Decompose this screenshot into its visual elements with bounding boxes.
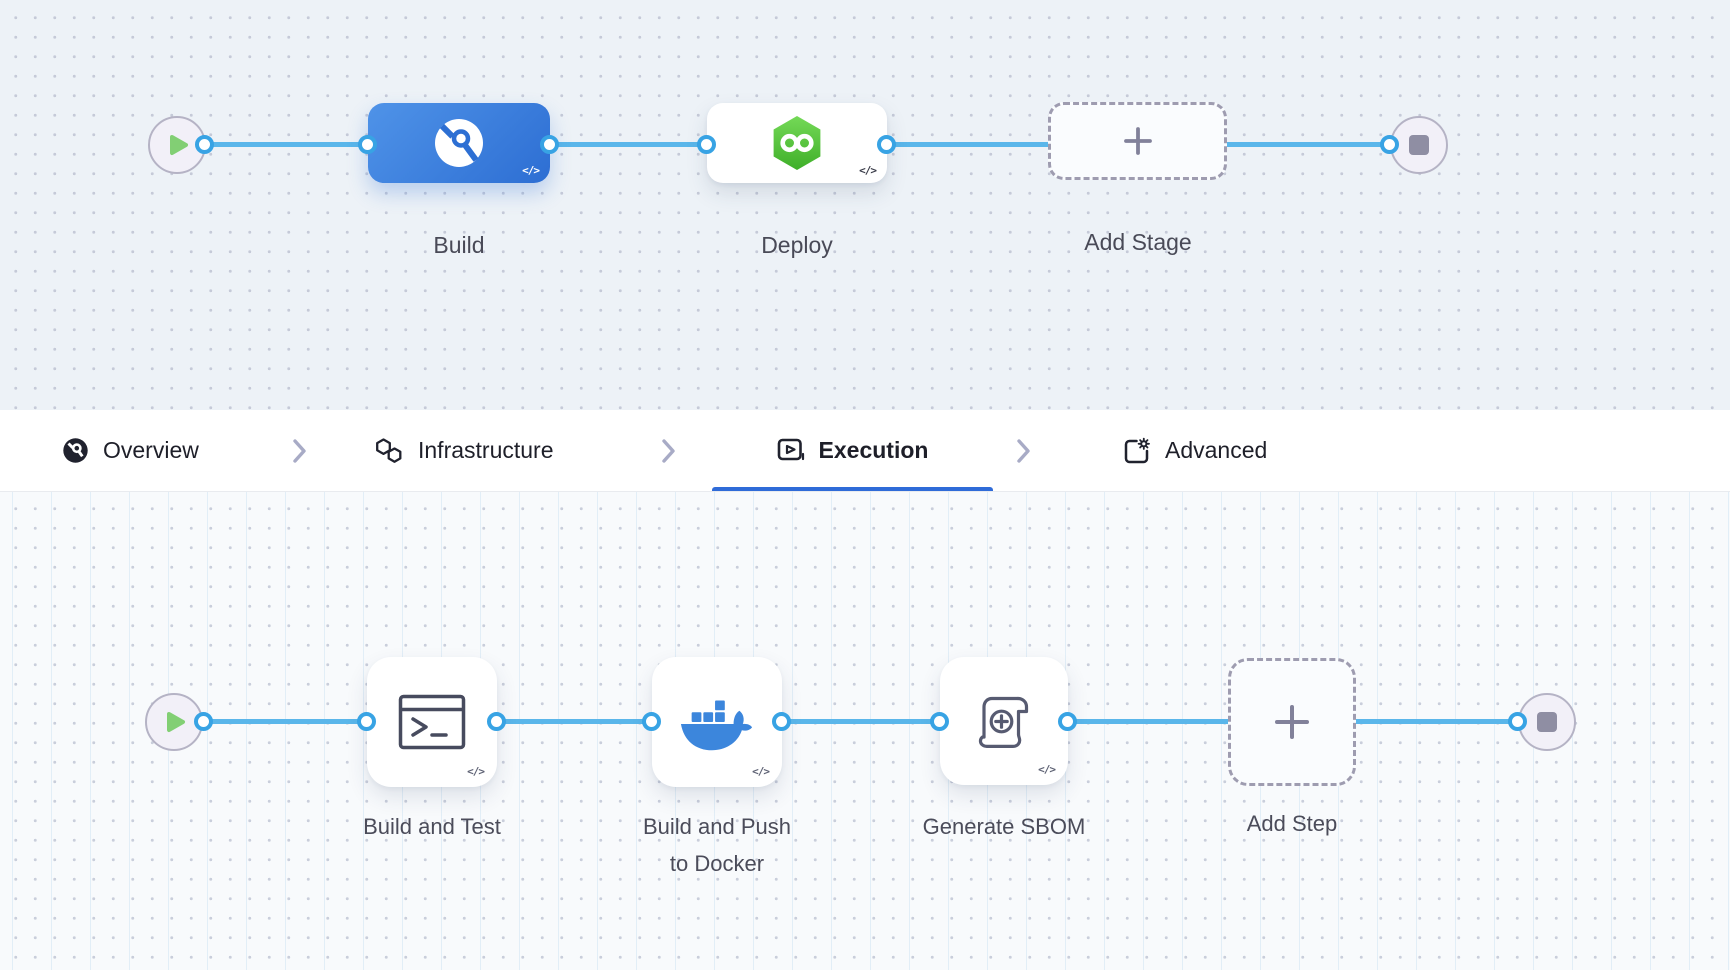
chevron-right-icon — [662, 438, 675, 463]
connector-dot[interactable] — [540, 135, 559, 154]
yaml-toggle[interactable]: </> — [859, 164, 877, 177]
tab-label: Infrastructure — [418, 437, 554, 463]
stage-config-tabbar: Overview Infrastructure Execution — [0, 410, 1730, 492]
step-label-build-and-push: Build and Push to Docker — [607, 808, 827, 882]
stage-label-deploy: Deploy — [761, 232, 833, 258]
pipeline-start-node[interactable] — [148, 116, 206, 174]
plus-icon — [1123, 127, 1152, 155]
stage-deploy[interactable]: </> — [707, 103, 887, 183]
chevron-right-icon — [1017, 438, 1030, 463]
connector-dot[interactable] — [487, 712, 506, 731]
connector-dot[interactable] — [1058, 712, 1077, 731]
tab-label: Overview — [103, 437, 199, 463]
step-label-build-and-test: Build and Test — [363, 814, 501, 839]
connector-line — [204, 719, 367, 724]
play-icon — [170, 135, 188, 155]
stage-canvas[interactable] — [0, 0, 1730, 410]
chevron-right-icon — [293, 438, 306, 463]
add-step-button[interactable] — [1228, 658, 1356, 786]
stage-label-build: Build — [433, 232, 485, 258]
connector-dot[interactable] — [195, 135, 214, 154]
ci-stage-icon — [435, 119, 483, 167]
active-tab-underline — [712, 487, 993, 491]
step-build-and-test[interactable]: </> — [367, 657, 497, 787]
terminal-icon — [398, 694, 466, 750]
connector-line — [205, 142, 368, 147]
execution-start-node[interactable] — [145, 693, 203, 751]
yaml-toggle[interactable]: </> — [467, 765, 485, 778]
step-generate-sbom[interactable]: </> — [940, 657, 1068, 785]
play-icon — [167, 712, 185, 732]
connector-dot[interactable] — [1508, 712, 1527, 731]
connector-line — [782, 719, 940, 724]
add-step-label: Add Step — [1246, 811, 1338, 836]
advanced-icon — [1124, 437, 1150, 464]
connector-dot[interactable] — [642, 712, 661, 731]
yaml-toggle[interactable]: </> — [522, 164, 540, 177]
yaml-toggle[interactable]: </> — [1038, 763, 1056, 776]
execution-icon — [777, 438, 804, 461]
connector-dot[interactable] — [358, 135, 377, 154]
stop-icon — [1409, 135, 1429, 155]
overview-icon — [63, 438, 88, 463]
tab-execution[interactable]: Execution — [712, 410, 993, 491]
pipeline-end-node[interactable] — [1390, 116, 1448, 174]
execution-canvas[interactable] — [0, 491, 1730, 970]
cd-stage-icon — [773, 116, 821, 170]
connector-line — [497, 719, 652, 724]
add-stage-label: Add Stage — [1084, 229, 1192, 255]
tab-overview[interactable]: Overview — [62, 410, 199, 491]
add-stage-button[interactable] — [1048, 102, 1227, 180]
step-label-line1: Build and Push — [643, 814, 791, 839]
plus-icon — [1275, 705, 1309, 739]
connector-dot[interactable] — [877, 135, 896, 154]
connector-dot[interactable] — [194, 712, 213, 731]
connector-dot[interactable] — [1380, 135, 1399, 154]
connector-dot[interactable] — [930, 712, 949, 731]
step-build-and-push-docker[interactable]: </> — [652, 657, 782, 787]
tab-infrastructure[interactable]: Infrastructure — [373, 410, 554, 491]
connector-line — [550, 142, 707, 147]
connector-dot[interactable] — [697, 135, 716, 154]
stage-build[interactable]: </> — [368, 103, 550, 183]
tab-label: Advanced — [1165, 437, 1268, 463]
connector-dot[interactable] — [772, 712, 791, 731]
infrastructure-icon — [376, 438, 402, 463]
sbom-scroll-icon — [978, 696, 1029, 748]
stop-icon — [1537, 712, 1557, 732]
step-label-line2: to Docker — [669, 851, 765, 876]
tab-advanced[interactable]: Advanced — [1122, 410, 1267, 491]
connector-dot[interactable] — [357, 712, 376, 731]
yaml-toggle[interactable]: </> — [752, 765, 770, 778]
docker-icon — [680, 700, 753, 751]
tab-label: Execution — [818, 437, 929, 463]
step-label-generate-sbom: Generate SBOM — [922, 814, 1086, 839]
